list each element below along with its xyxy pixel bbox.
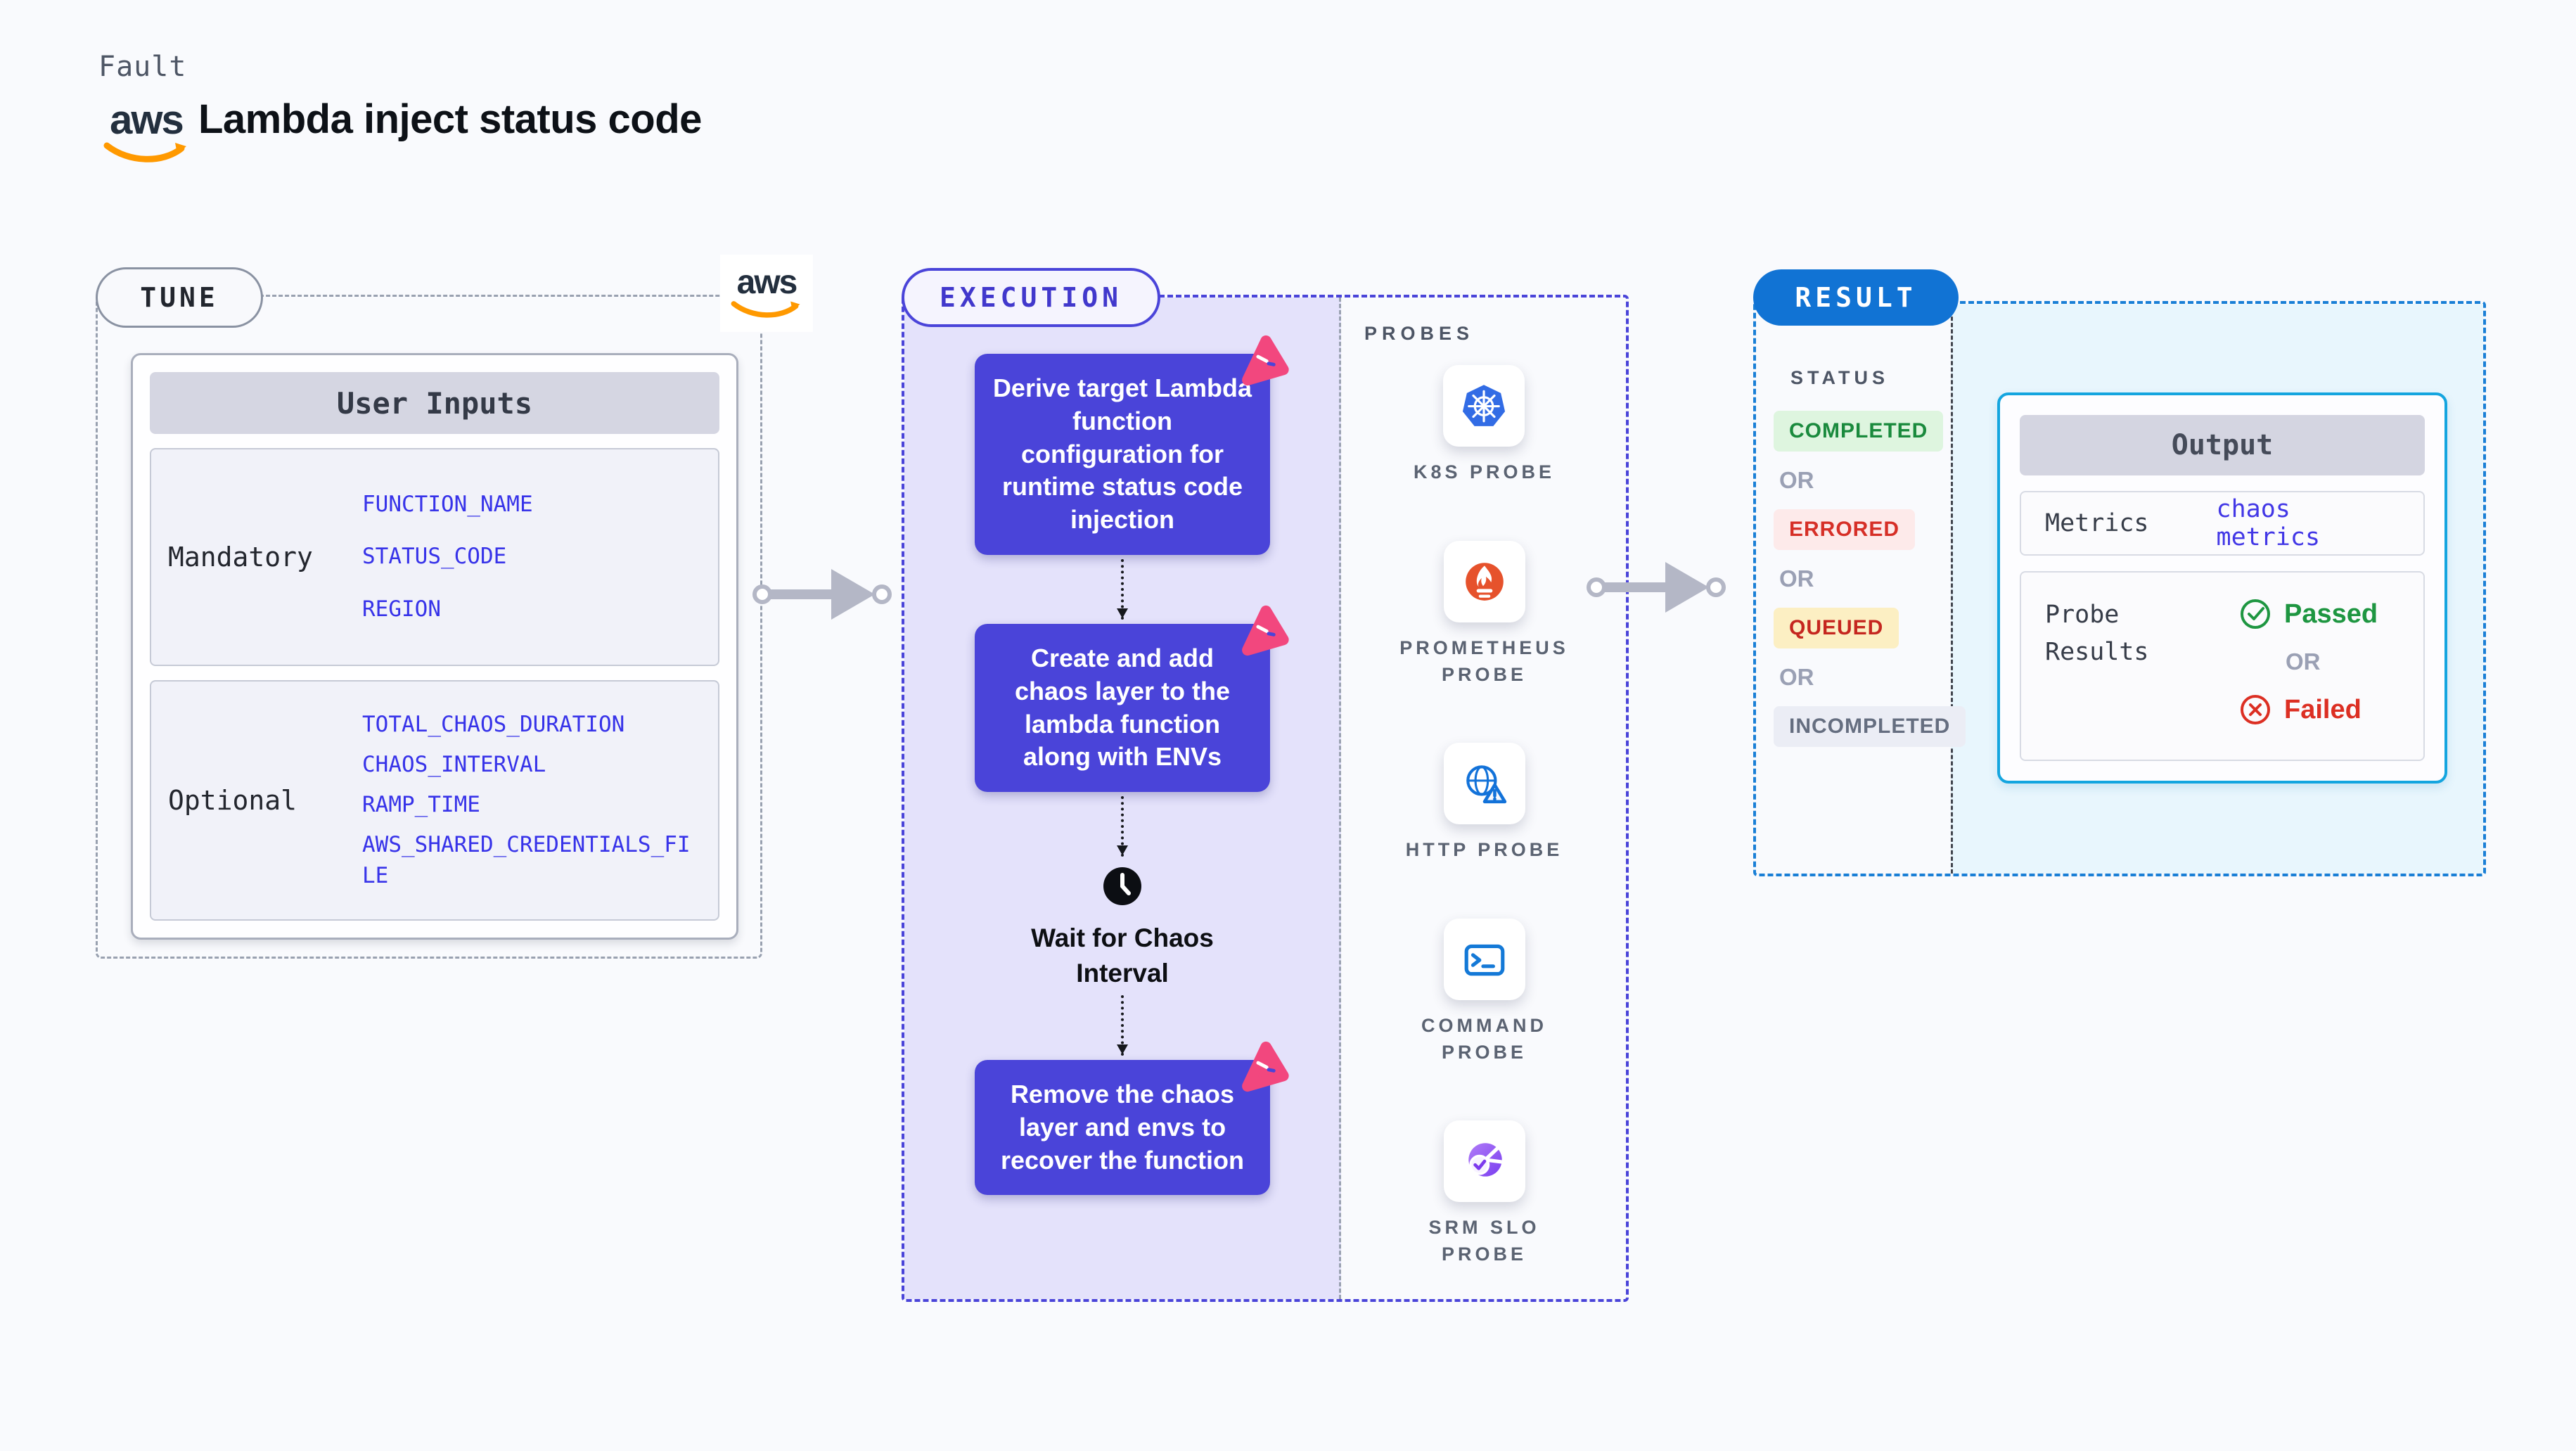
probe-tile — [1443, 540, 1525, 622]
probe-name: PROMETHEUS PROBE — [1399, 637, 1569, 685]
right-arrow-icon — [752, 569, 892, 620]
env-var: AWS_SHARED_CREDENTIALS_FILE — [362, 832, 691, 888]
execution-pill: EXECUTION — [902, 268, 1160, 327]
probe-results-values: Passed OR Failed — [2239, 596, 2378, 736]
status-badge-errored: ERRORED — [1774, 509, 1916, 550]
probe-item: COMMAND PROBE — [1397, 918, 1572, 1066]
probe-tile — [1443, 365, 1525, 447]
slo-donut-icon — [1468, 1143, 1502, 1177]
env-var: TOTAL_CHAOS_DURATION — [362, 711, 625, 737]
env-var: REGION — [362, 596, 441, 622]
or-label: OR — [1779, 664, 1814, 690]
probe-name: K8S PROBE — [1413, 461, 1556, 482]
env-var: RAMP_TIME — [362, 792, 480, 818]
flow-connector-arrow — [1117, 796, 1128, 857]
env-var: CHAOS_INTERVAL — [362, 752, 546, 778]
http-globe-icon — [1466, 765, 1506, 804]
fault-kicker: Fault — [98, 51, 187, 83]
probe-item: SRM SLO PROBE — [1397, 1120, 1572, 1268]
execution-step-box: Create and add chaos layer to the lambda… — [975, 605, 1289, 793]
check-circle-icon — [2241, 599, 2270, 629]
mandatory-label: Mandatory — [168, 542, 313, 573]
metrics-row: Metrics chaos metrics — [2020, 491, 2425, 556]
mandatory-vars-list: FUNCTION_NAME STATUS_CODE REGION — [362, 449, 718, 665]
aws-logo-text: aws — [110, 97, 184, 143]
probe-results-label: Probe Results — [2045, 601, 2149, 666]
chaos-metrics-link: chaos metrics — [2216, 495, 2321, 551]
execution-step-text: Derive target Lambda function configurat… — [992, 373, 1252, 535]
probe-name: HTTP PROBE — [1405, 839, 1563, 861]
failed-label: Failed — [2284, 694, 2362, 724]
execution-to-result-arrow — [1587, 556, 1727, 619]
env-var: STATUS_CODE — [362, 544, 507, 570]
probes-label: PROBES — [1364, 323, 1475, 344]
right-arrow-icon — [1587, 562, 1726, 613]
probes-column: K8S PROBE PROMETHEUS PROBE — [1343, 298, 1626, 1299]
probe-tile — [1443, 1120, 1525, 1203]
or-label: OR — [1779, 467, 1814, 493]
passed-label: Passed — [2284, 599, 2378, 629]
result-pill: RESULT — [1753, 269, 1959, 326]
probe-tile — [1443, 743, 1525, 825]
execution-step-text: Create and add chaos layer to the lambda… — [1014, 643, 1231, 772]
status-badge-incompleted: INCOMPLETED — [1774, 706, 1966, 747]
probe-name: COMMAND PROBE — [1421, 1014, 1547, 1063]
status-label: STATUS — [1790, 367, 1889, 388]
terminal-icon — [1464, 944, 1504, 976]
env-var: FUNCTION_NAME — [362, 491, 533, 517]
tune-to-execution-arrow — [752, 563, 893, 626]
failed-result: Failed — [2239, 693, 2378, 726]
passed-result: Passed — [2239, 598, 2378, 630]
probe-results-row: Probe Results Passed OR Faile — [2020, 571, 2425, 761]
probe-name: SRM SLO PROBE — [1428, 1217, 1540, 1265]
litmus-chaos-badge-icon — [1242, 605, 1289, 656]
aws-smile-icon — [103, 142, 186, 162]
mandatory-inputs-row: Mandatory FUNCTION_NAME STATUS_CODE REGI… — [150, 448, 719, 667]
optional-label: Optional — [168, 785, 297, 817]
execution-step-box: Derive target Lambda function configurat… — [975, 335, 1289, 555]
metrics-label: Metrics — [2045, 509, 2149, 537]
aws-corner-logo: aws — [720, 255, 813, 332]
user-inputs-card: User Inputs Mandatory FUNCTION_NAME STAT… — [131, 353, 738, 940]
flow-connector-arrow — [1117, 995, 1128, 1056]
or-label: OR — [2286, 648, 2321, 675]
wait-for-chaos-interval-label: Wait for Chaos Interval — [1031, 923, 1214, 988]
optional-inputs-row: Optional TOTAL_CHAOS_DURATION CHAOS_INTE… — [150, 680, 719, 921]
aws-logo: aws — [97, 100, 196, 166]
execution-step-box: Remove the chaos layer and envs to recov… — [975, 1041, 1289, 1196]
x-circle-icon — [2241, 695, 2270, 724]
execution-section-border: PROBES Derive target Lambda function con… — [902, 295, 1629, 1302]
probe-item: K8S PROBE — [1414, 365, 1555, 486]
probe-item: PROMETHEUS PROBE — [1397, 540, 1572, 689]
litmus-chaos-badge-icon — [1242, 1041, 1289, 1092]
output-title: Output — [2020, 415, 2425, 475]
probe-item: HTTP PROBE — [1406, 743, 1563, 864]
prometheus-icon — [1465, 562, 1504, 601]
tune-pill: TUNE — [96, 267, 263, 328]
or-label: OR — [1779, 565, 1814, 592]
output-card: Output Metrics chaos metrics Probe Resul… — [1997, 392, 2447, 784]
page-title: Lambda inject status code — [198, 96, 702, 142]
execution-flow: Derive target Lambda function configurat… — [904, 298, 1340, 1299]
execution-step-text: Remove the chaos layer and envs to recov… — [1000, 1080, 1245, 1175]
user-inputs-title: User Inputs — [150, 372, 719, 434]
wait-clock — [1100, 864, 1145, 912]
status-badge-queued: QUEUED — [1774, 608, 1899, 648]
status-list: COMPLETED OR ERRORED OR QUEUED OR INCOMP… — [1774, 411, 1966, 747]
probe-tile — [1443, 918, 1525, 1000]
aws-smile-icon — [731, 301, 800, 318]
clock-icon — [1103, 867, 1141, 906]
kubernetes-icon — [1463, 385, 1506, 426]
aws-corner-logo-text: aws — [736, 264, 798, 301]
status-badge-completed: COMPLETED — [1774, 411, 1944, 452]
tune-section-border — [96, 295, 762, 959]
optional-vars-list: TOTAL_CHAOS_DURATION CHAOS_INTERVAL RAMP… — [362, 682, 718, 919]
litmus-chaos-badge-icon — [1242, 335, 1289, 386]
flow-connector-arrow — [1117, 558, 1128, 620]
